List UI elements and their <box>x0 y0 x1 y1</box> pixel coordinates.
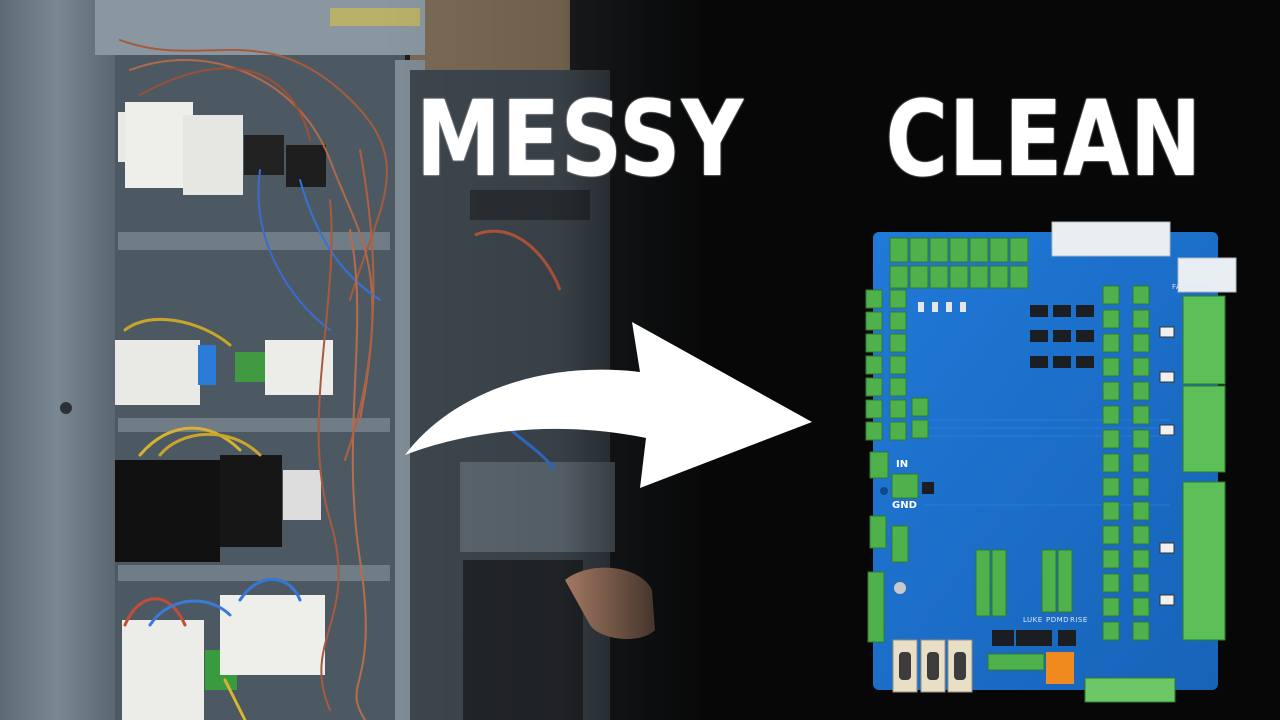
orange-connector <box>1046 652 1074 684</box>
pcb-label-gnd: GND <box>892 500 917 511</box>
clean-pcb-board <box>865 221 1237 703</box>
terminal-column-left <box>865 289 929 643</box>
ribbon-connectors <box>1051 221 1237 293</box>
terminal-column-center <box>1102 285 1150 641</box>
curved-arrow <box>405 322 812 488</box>
smd-components <box>918 302 966 312</box>
breaker-row-bottom <box>122 595 325 720</box>
terminal-row-top <box>889 237 1029 289</box>
mounting-hole <box>880 487 888 495</box>
pcb-label-bottom-3: RISE <box>1070 616 1088 624</box>
db-connectors <box>892 639 973 693</box>
cabinet-latch <box>60 402 72 414</box>
pcb-label-top-right: FAMUMRS <box>1172 283 1211 291</box>
pcb-label-in: IN <box>896 459 909 470</box>
headline-clean: CLEAN <box>885 78 1203 200</box>
terminal-blocks-black <box>115 455 321 562</box>
tangled-wires <box>119 39 388 720</box>
breaker-row-top <box>118 102 326 195</box>
ic-chips <box>922 305 1094 494</box>
breaker-row-middle <box>115 340 333 405</box>
headline: MESSY CLEAN <box>416 78 1201 200</box>
pcb-label-bottom-2: PDMD <box>1046 616 1070 624</box>
black-relays <box>992 630 1076 646</box>
dip-switches <box>1159 326 1175 606</box>
terminal-strip-right <box>1182 295 1226 641</box>
pcb-label-bottom-1: LUKE <box>1023 616 1043 624</box>
silver-component <box>894 582 906 594</box>
terminal-group-bottom <box>975 549 1176 703</box>
headline-messy: MESSY <box>416 78 744 200</box>
pcb-substrate <box>873 232 1218 690</box>
cabinet-left-door <box>0 0 115 720</box>
